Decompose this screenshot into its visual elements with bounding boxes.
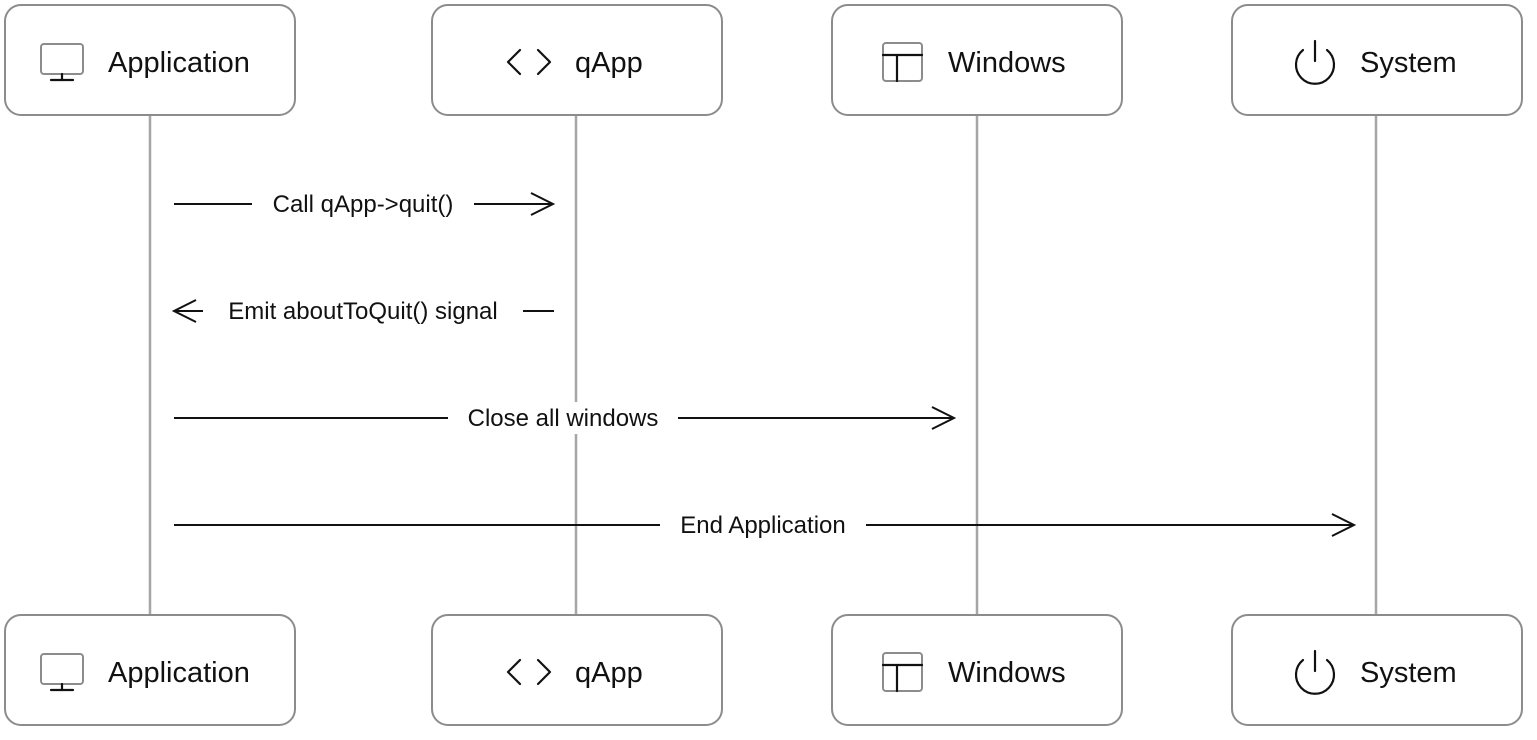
participant-label: Windows xyxy=(948,657,1066,689)
participant-application-top: Application xyxy=(4,4,296,116)
participant-label: qApp xyxy=(575,47,643,79)
monitor-icon xyxy=(40,43,84,82)
participant-windows-top: Windows xyxy=(831,4,1123,116)
code-icon xyxy=(506,48,552,76)
participant-label: Application xyxy=(108,657,250,689)
power-icon xyxy=(1294,649,1336,695)
participant-label: System xyxy=(1360,657,1457,689)
message-close-windows: Close all windows xyxy=(174,402,957,434)
participant-windows-bottom: Windows xyxy=(831,614,1123,726)
message-call-quit: Call qApp->quit() xyxy=(174,188,556,220)
participant-system-bottom: System xyxy=(1231,614,1523,726)
monitor-icon xyxy=(40,653,84,692)
participant-application-bottom: Application xyxy=(4,614,296,726)
participant-qapp-bottom: qApp xyxy=(431,614,723,726)
message-label: Call qApp->quit() xyxy=(273,191,454,218)
message-end-application: End Application xyxy=(174,509,1357,541)
message-label: End Application xyxy=(680,512,845,539)
participant-qapp-top: qApp xyxy=(431,4,723,116)
message-label: Close all windows xyxy=(468,405,659,432)
code-icon xyxy=(506,658,552,686)
participant-label: System xyxy=(1360,47,1457,79)
participant-label: qApp xyxy=(575,657,643,689)
layout-icon xyxy=(881,42,924,83)
message-label: Emit aboutToQuit() signal xyxy=(228,298,497,325)
participant-label: Application xyxy=(108,47,250,79)
power-icon xyxy=(1294,39,1336,85)
participant-label: Windows xyxy=(948,47,1066,79)
message-emit-about-to-quit: Emit aboutToQuit() signal xyxy=(171,295,554,327)
layout-icon xyxy=(881,652,924,693)
participant-system-top: System xyxy=(1231,4,1523,116)
